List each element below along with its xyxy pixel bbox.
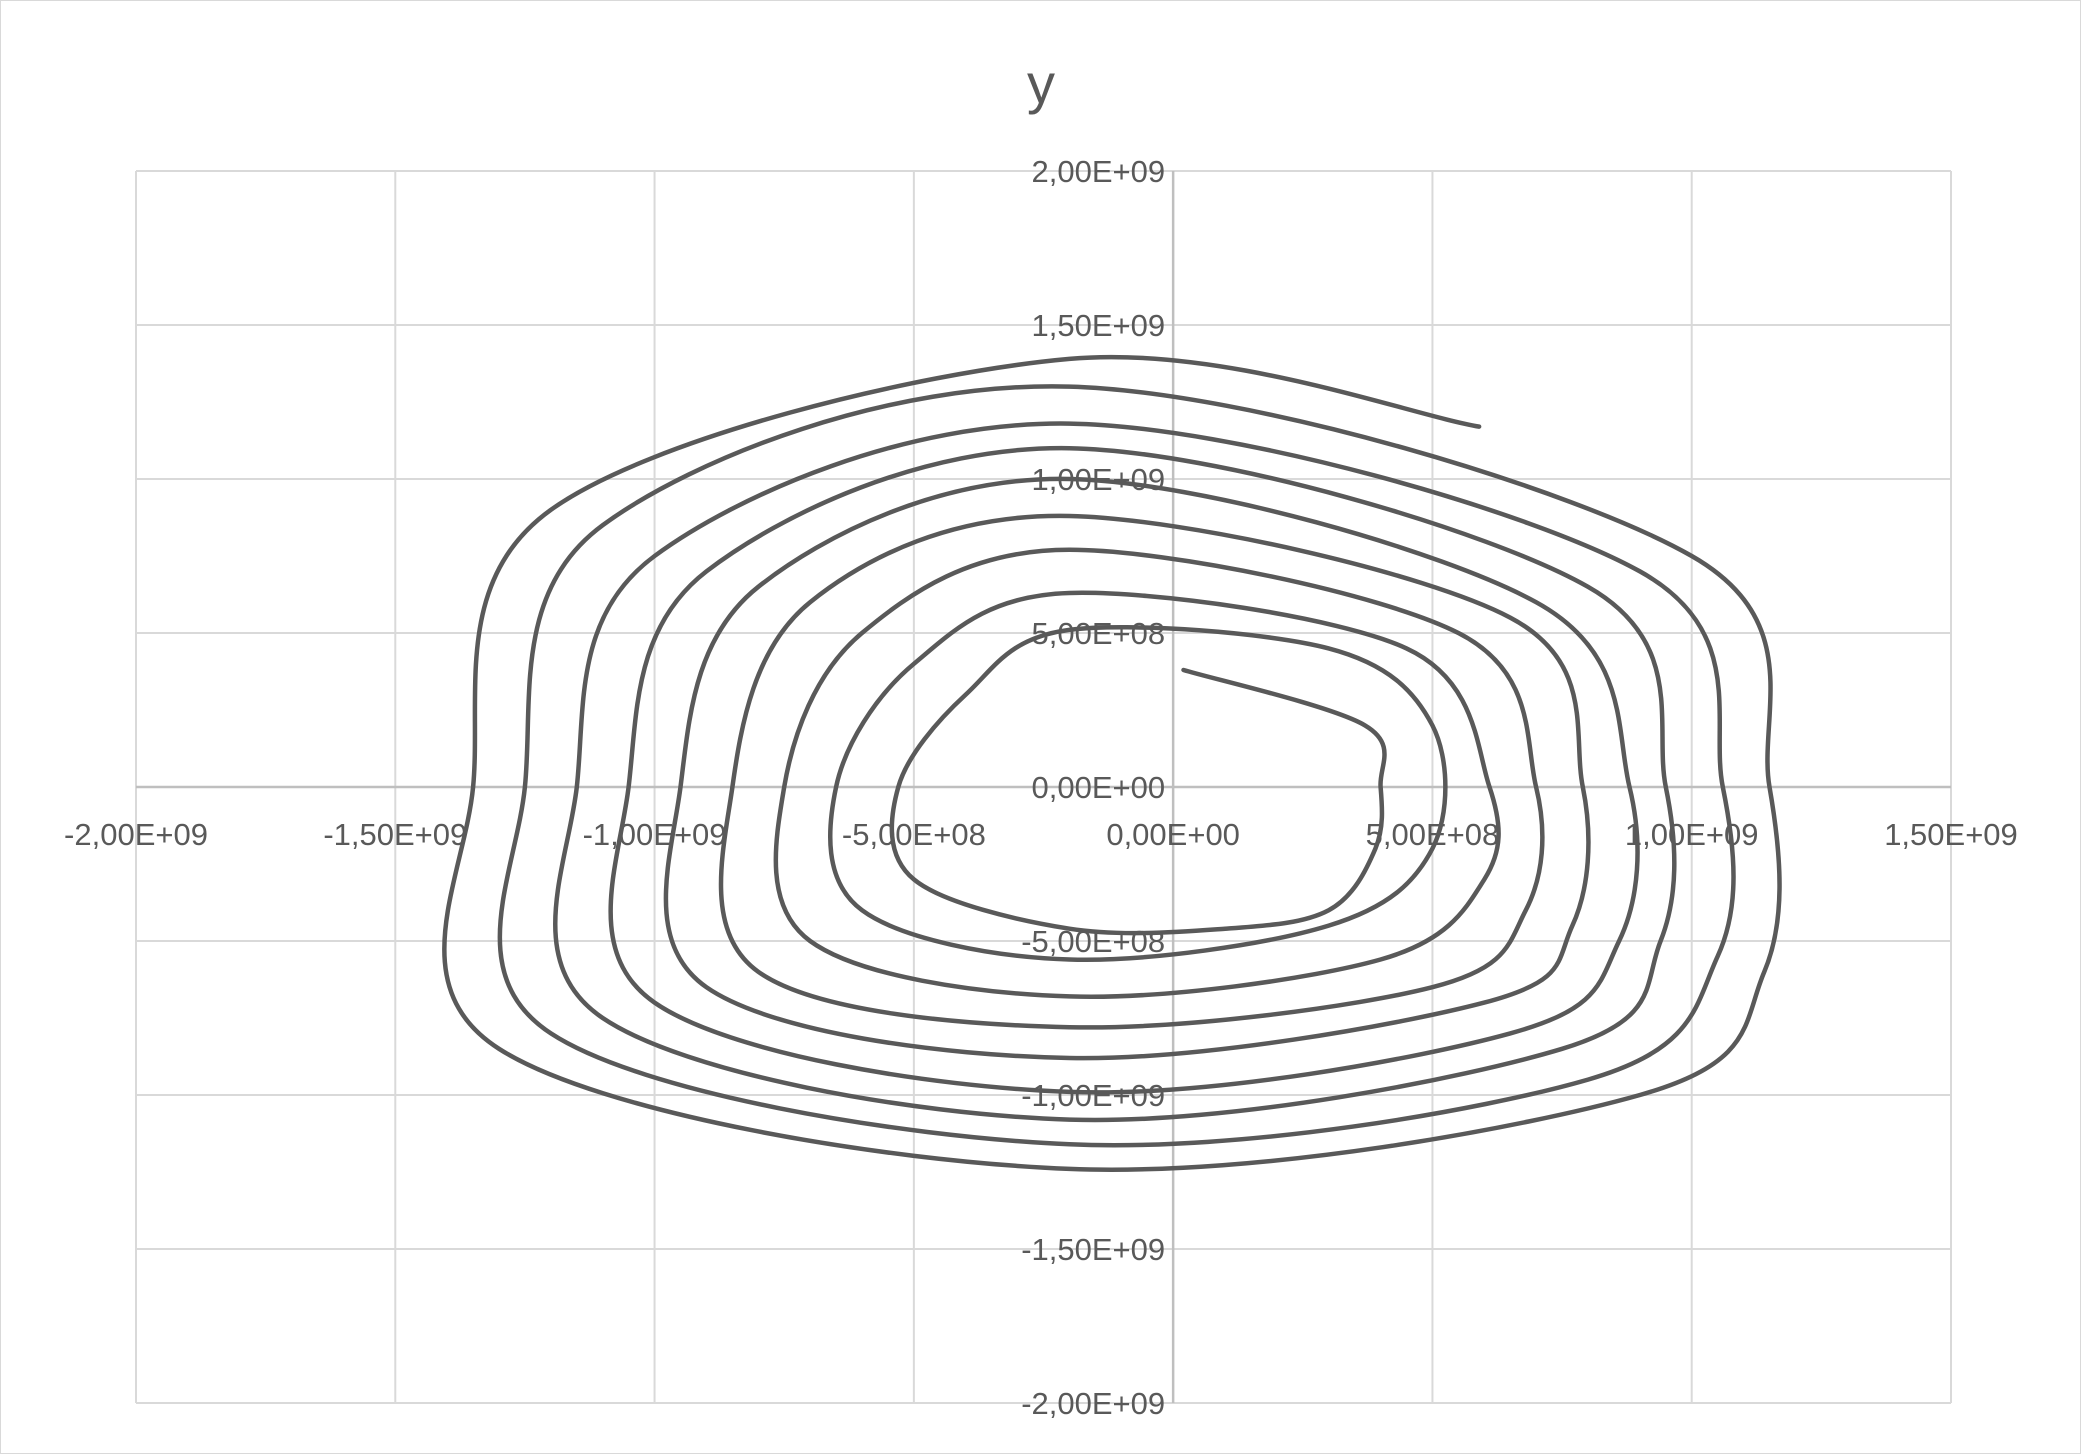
y-tick-label: -5,00E+08 <box>1021 924 1165 959</box>
y-tick-label: 5,00E+08 <box>1032 616 1166 651</box>
series-layer <box>442 354 1782 1172</box>
y-tick-label: 1,50E+09 <box>1032 308 1166 343</box>
x-tick-label: 1,50E+09 <box>1884 817 2018 852</box>
x-tick-label: 5,00E+08 <box>1366 817 1500 852</box>
x-tick-label: -5,00E+08 <box>842 817 986 852</box>
x-tick-label: -1,50E+09 <box>323 817 467 852</box>
y-tick-label: -1,50E+09 <box>1021 1232 1165 1267</box>
y-tick-label: 1,00E+09 <box>1032 462 1166 497</box>
x-tick-label: -2,00E+09 <box>64 817 208 852</box>
chart-title: y <box>1027 52 1055 115</box>
x-tick-label: -1,00E+09 <box>583 817 727 852</box>
x-tick-label: 1,00E+09 <box>1625 817 1759 852</box>
y-tick-label: 0,00E+00 <box>1032 770 1166 805</box>
x-tick-label: 0,00E+00 <box>1106 817 1240 852</box>
y-tick-label: -2,00E+09 <box>1021 1386 1165 1421</box>
y-tick-label: -1,00E+09 <box>1021 1078 1165 1113</box>
spiral-series-line <box>442 354 1782 1172</box>
y-tick-label: 2,00E+09 <box>1032 154 1166 189</box>
axis-layer <box>136 171 1951 1403</box>
label-layer: -2,00E+09 -1,50E+09 -1,00E+09 -5,00E+08 0,00… <box>64 154 2018 1421</box>
